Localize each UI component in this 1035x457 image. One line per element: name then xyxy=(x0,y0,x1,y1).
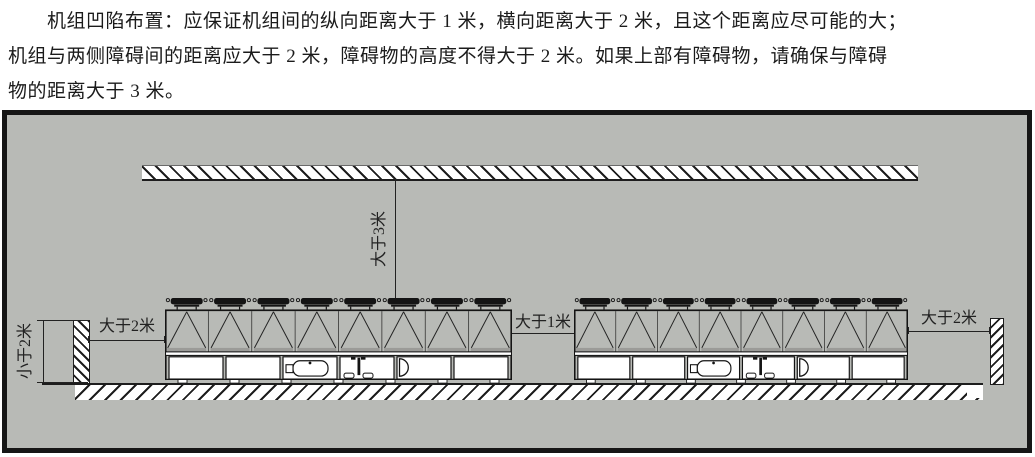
overhead-obstacle xyxy=(142,165,918,181)
left-obstacle-height-top-tick xyxy=(37,320,88,321)
right-clearance-line xyxy=(908,331,990,332)
chiller-unit-drawing xyxy=(573,297,909,384)
ground-hatch xyxy=(75,383,983,400)
top-clearance-dimension-line xyxy=(395,178,396,300)
top-clearance-label: 大于3米 xyxy=(371,211,388,268)
middle-clearance-line xyxy=(512,333,574,334)
left-clearance-tick-a xyxy=(88,336,89,343)
left-obstacle-height-bottom-tick xyxy=(37,382,88,383)
paragraph-line-2: 机组与两侧障碍间的距离应大于 2 米，障碍物的高度不得大于 2 米。如果上部有障… xyxy=(8,46,888,67)
right-clearance-tick-a xyxy=(908,327,909,334)
middle-clearance-label: 大于1米 xyxy=(514,314,571,331)
chiller-unit-drawing xyxy=(164,297,513,384)
left-clearance-label: 大于2米 xyxy=(98,318,155,335)
paragraph-line-3: 物的距离大于 3 米。 xyxy=(8,81,185,102)
right-clearance-label: 大于2米 xyxy=(920,310,977,327)
left-obstacle-height-line xyxy=(43,320,44,383)
right-clearance-tick-b xyxy=(989,327,990,334)
left-obstacle-height-label: 小于2米 xyxy=(17,323,34,380)
ground-line-extension xyxy=(42,383,75,385)
chiller-unit-left xyxy=(164,295,513,384)
right-obstacle-wall xyxy=(990,318,1004,385)
ground-endcap xyxy=(967,385,983,398)
left-clearance-line xyxy=(88,340,165,341)
left-clearance-tick-b xyxy=(164,336,165,343)
paragraph-line-1: 机组凹陷布置：应保证机组间的纵向距离大于 1 米，横向距离大于 2 米，且这个距… xyxy=(8,11,908,32)
left-obstacle-wall xyxy=(73,320,90,385)
clearance-diagram: 大于3米 小于2米 大于2米 大于1米 大于2米 xyxy=(2,110,1032,453)
chiller-unit-right xyxy=(573,295,909,384)
diagram-canvas: 大于3米 小于2米 大于2米 大于1米 大于2米 xyxy=(7,115,1027,448)
instruction-paragraph: 机组凹陷布置：应保证机组间的纵向距离大于 1 米，横向距离大于 2 米，且这个距… xyxy=(8,4,1030,109)
